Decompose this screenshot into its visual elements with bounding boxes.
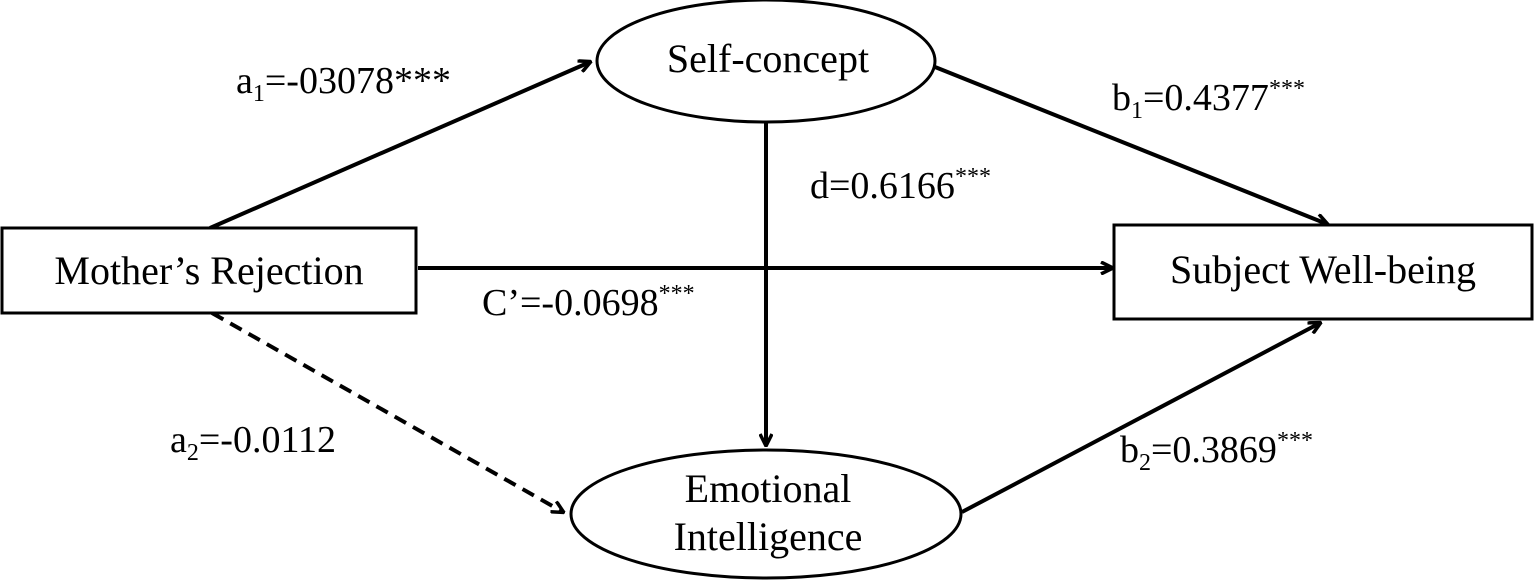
edge-b2	[961, 323, 1320, 514]
label-a1: a1=-03078***	[236, 60, 451, 107]
node-subject-wellbeing: Subject Well-being	[1112, 223, 1534, 321]
label-b1: b1=0.4377***	[1112, 76, 1305, 124]
label-b2: b2=0.3869***	[1120, 428, 1313, 476]
subject-wellbeing-label: Subject Well-being	[1170, 247, 1476, 292]
emotional-intelligence-label-line2: Intelligence	[674, 514, 863, 559]
edge-b1	[934, 65, 1327, 224]
label-a2: a2=-0.0112	[170, 419, 336, 466]
node-mothers-rejection: Mother’s Rejection	[0, 226, 418, 315]
emotional-intelligence-label-line1: Emotional	[685, 466, 852, 511]
edge-a1	[209, 62, 590, 230]
edge-a2	[211, 311, 563, 512]
node-emotional-intelligence: Emotional Intelligence	[569, 448, 963, 580]
node-self-concept: Self-concept	[595, 0, 937, 124]
self-concept-label: Self-concept	[667, 36, 869, 81]
mothers-rejection-label: Mother’s Rejection	[54, 248, 363, 293]
label-c-prime: C’=-0.0698***	[482, 281, 695, 324]
label-d: d=0.6166***	[810, 164, 991, 207]
